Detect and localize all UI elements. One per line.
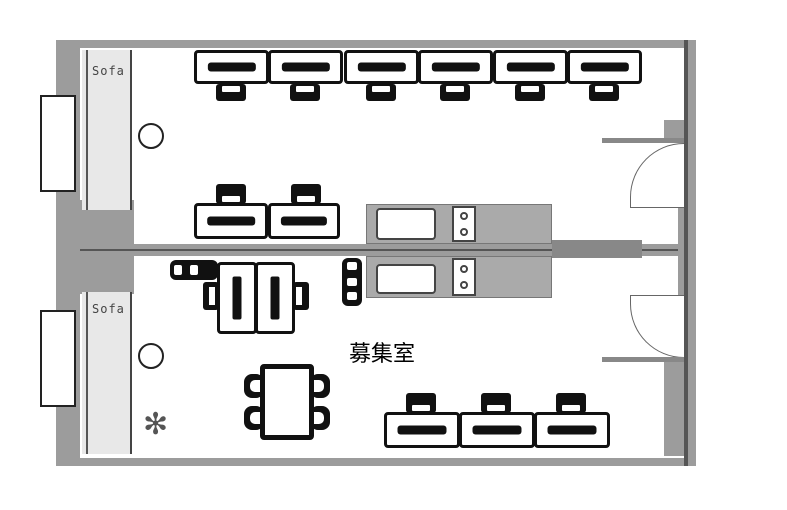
left-column-lower — [62, 252, 134, 294]
hall-partition — [552, 240, 642, 258]
right-wall-line — [684, 40, 688, 466]
sofa-upper-line — [86, 50, 88, 210]
table — [255, 262, 295, 334]
right-wall-segment-top — [664, 120, 684, 140]
plant-icon-upper — [138, 123, 164, 149]
chair — [440, 84, 470, 101]
window-upper — [40, 95, 76, 192]
right-wall-segment-bottom — [664, 362, 684, 456]
door-jamb-upper — [602, 138, 684, 143]
chair — [589, 84, 619, 101]
chair — [481, 393, 511, 413]
chair — [216, 184, 246, 204]
desk — [268, 203, 340, 239]
chair — [556, 393, 586, 413]
desk — [194, 50, 269, 84]
window-lower — [40, 310, 76, 407]
chair — [310, 406, 330, 430]
stove-upper — [452, 206, 476, 242]
desk — [268, 50, 343, 84]
right-wall-segment-mid — [678, 208, 684, 300]
room-label: 募集室 — [349, 342, 416, 367]
chair — [406, 393, 436, 413]
chair — [216, 84, 246, 101]
chair-side-right — [293, 282, 309, 310]
door-jamb-lower — [602, 357, 684, 362]
sofa-lower-line — [86, 292, 88, 454]
divider-line — [80, 249, 684, 251]
chair — [290, 84, 320, 101]
stool-right — [342, 258, 362, 306]
desk — [418, 50, 493, 84]
sofa-lower — [82, 292, 132, 454]
chair — [244, 374, 264, 398]
table — [217, 262, 257, 334]
desk — [534, 412, 610, 448]
desk — [493, 50, 568, 84]
desk — [194, 203, 268, 239]
snowflake-icon: ✻ — [143, 407, 169, 442]
sofa-label-upper: Sofa — [92, 64, 125, 78]
desk — [567, 50, 642, 84]
chair — [244, 406, 264, 430]
chair — [310, 374, 330, 398]
sofa-label-lower: Sofa — [92, 302, 125, 316]
meeting-table — [260, 364, 314, 440]
sink-upper — [376, 208, 436, 240]
plant-icon-lower — [138, 343, 164, 369]
chair — [291, 184, 321, 204]
chair — [366, 84, 396, 101]
chair-side-left — [203, 282, 219, 310]
desk — [384, 412, 460, 448]
chair — [515, 84, 545, 101]
stool-left — [170, 260, 218, 280]
desk — [344, 50, 419, 84]
sofa-upper — [82, 50, 132, 210]
desk — [459, 412, 535, 448]
sink-lower — [376, 264, 436, 294]
stove-lower — [452, 258, 476, 296]
